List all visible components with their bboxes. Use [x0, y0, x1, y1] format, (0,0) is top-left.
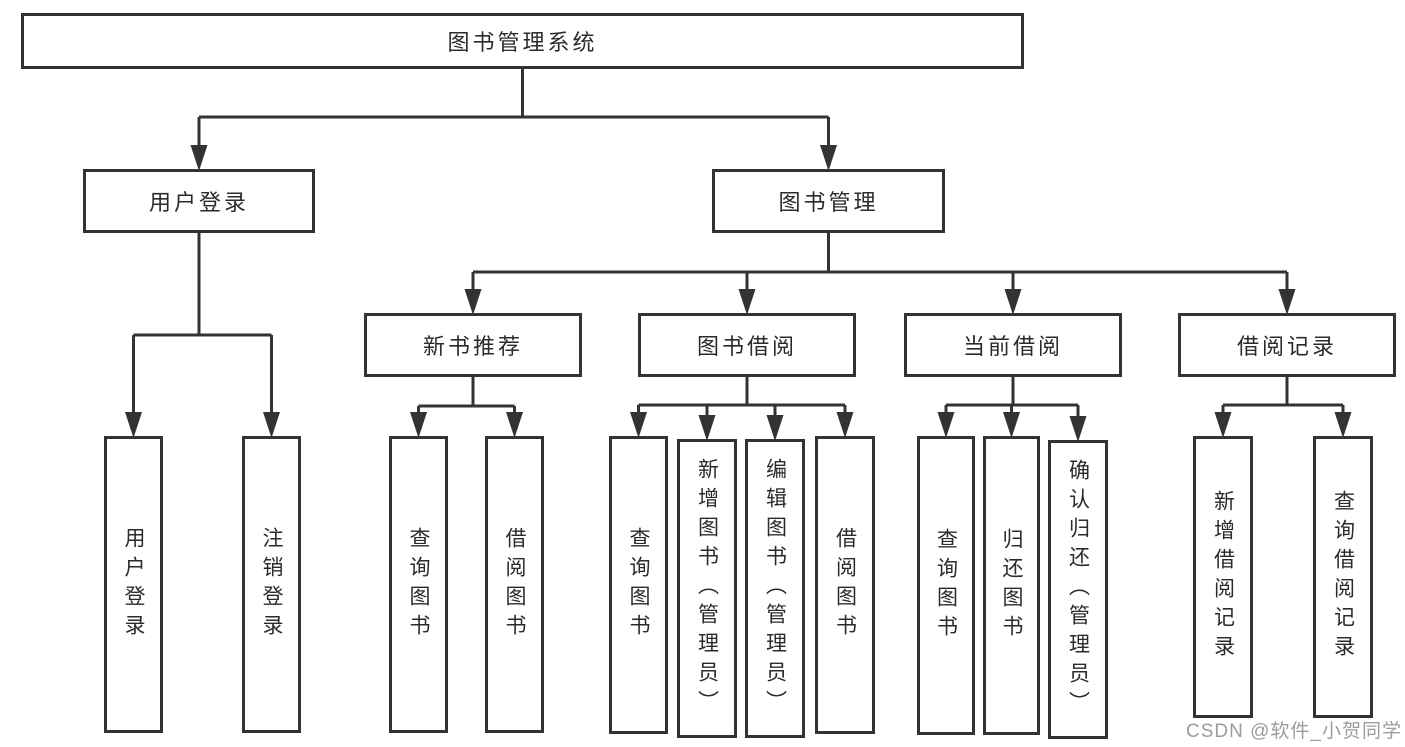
node-bb-borrow: 借阅图书 — [815, 436, 875, 734]
node-label-user-login: 用户登录 — [148, 190, 249, 215]
connectors-current-borrow — [937, 376, 1087, 442]
node-label-logout: 注销登录 — [260, 526, 283, 643]
node-label-bb-edit: 编辑图书（管理员） — [763, 458, 787, 719]
node-cb-return: 归还图书 — [983, 436, 1040, 735]
node-label-nbr-query: 查询图书 — [407, 526, 430, 643]
node-label-login: 用户登录 — [122, 526, 145, 643]
node-current-borrow: 当前借阅 — [904, 313, 1122, 377]
node-br-query: 查询借阅记录 — [1313, 436, 1373, 718]
node-label-br-add: 新增借阅记录 — [1211, 490, 1235, 664]
connectors-root — [190, 68, 837, 171]
node-login: 用户登录 — [104, 436, 163, 733]
connectors-user-login — [125, 232, 280, 438]
node-cb-query: 查询图书 — [917, 436, 975, 735]
node-label-current-borrow: 当前借阅 — [962, 334, 1063, 359]
node-label-br-query: 查询借阅记录 — [1331, 490, 1355, 664]
node-label-bb-query: 查询图书 — [627, 527, 650, 643]
node-label-bb-borrow: 借阅图书 — [833, 527, 857, 643]
connectors-borrow-record — [1214, 376, 1352, 438]
node-label-bb-add: 新增图书（管理员） — [695, 458, 719, 719]
node-book-mgmt: 图书管理 — [712, 169, 945, 233]
node-label-cb-return: 归还图书 — [1000, 527, 1023, 644]
node-label-cb-query: 查询图书 — [934, 527, 958, 644]
node-label-new-book-rec: 新书推荐 — [422, 334, 523, 359]
node-book-borrow: 图书借阅 — [638, 313, 856, 377]
connectors-book-borrow — [630, 376, 854, 441]
node-label-root: 图书管理系统 — [447, 30, 598, 55]
connectors-new-book-rec — [410, 376, 523, 438]
node-borrow-record: 借阅记录 — [1178, 313, 1396, 377]
node-cb-confirm: 确认归还（管理员） — [1048, 440, 1108, 739]
watermark: CSDN @软件_小贺同学 — [1186, 721, 1402, 742]
node-label-borrow-record: 借阅记录 — [1236, 334, 1337, 359]
node-nbr-borrow: 借阅图书 — [485, 436, 544, 733]
node-label-book-borrow: 图书借阅 — [696, 334, 797, 359]
node-label-book-mgmt: 图书管理 — [778, 190, 879, 215]
node-logout: 注销登录 — [242, 436, 301, 733]
node-label-cb-confirm: 确认归还（管理员） — [1066, 459, 1090, 720]
node-label-nbr-borrow: 借阅图书 — [503, 526, 526, 643]
node-root: 图书管理系统 — [21, 13, 1024, 69]
node-new-book-rec: 新书推荐 — [364, 313, 582, 377]
node-user-login: 用户登录 — [83, 169, 315, 233]
node-nbr-query: 查询图书 — [389, 436, 448, 733]
node-bb-edit: 编辑图书（管理员） — [745, 439, 805, 738]
connectors-book-mgmt — [464, 232, 1296, 315]
node-bb-query: 查询图书 — [609, 436, 668, 734]
node-bb-add: 新增图书（管理员） — [677, 439, 737, 738]
node-br-add: 新增借阅记录 — [1193, 436, 1253, 718]
